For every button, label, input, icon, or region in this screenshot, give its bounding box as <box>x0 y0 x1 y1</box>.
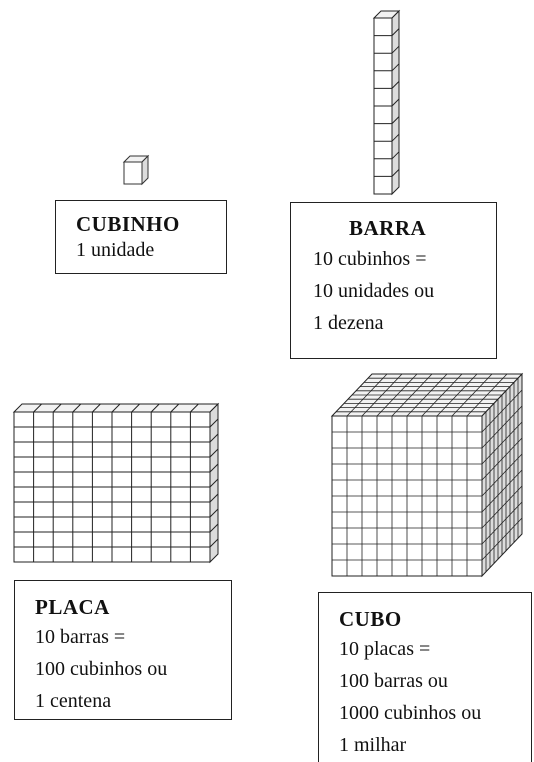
rod-figure <box>372 9 401 196</box>
flat-grid-line <box>209 478 219 488</box>
placa-title: PLACA <box>35 595 110 619</box>
barra-title: BARRA <box>349 216 427 240</box>
flat-grid-line <box>209 463 219 473</box>
cubo-line-4: 1 milhar <box>339 734 407 756</box>
cubinho-line-1: 1 unidade <box>76 239 155 261</box>
flat-grid-line <box>209 418 219 428</box>
cubo-line-1: 10 placas = <box>339 638 431 660</box>
flat-figure <box>12 402 220 564</box>
cube-grid-line <box>481 501 523 545</box>
flat-grid-line <box>150 403 160 413</box>
placa-line-3: 1 centena <box>35 690 112 712</box>
barra-line-1: 10 cubinhos = <box>313 248 427 270</box>
flat-grid-line <box>190 403 199 413</box>
cube-grid-line <box>451 373 493 417</box>
rod-unit-divider <box>391 116 400 124</box>
rod-unit-divider <box>391 28 400 36</box>
rod-unit-divider <box>391 98 400 107</box>
flat-grid-line <box>209 448 219 458</box>
rod-unit-divider <box>391 133 400 142</box>
flat-grid-line <box>131 403 140 413</box>
cubo-line-3: 1000 cubinhos ou <box>339 702 482 724</box>
cube-grid-line <box>481 453 523 497</box>
flat-grid-line <box>92 403 101 413</box>
barra-line-2: 10 unidades ou <box>313 280 435 302</box>
flat-grid-line <box>33 403 42 413</box>
cube-grid-line <box>481 469 523 513</box>
placa-box: PLACA 10 barras = 100 cubinhos ou 1 cent… <box>14 580 232 720</box>
barra-line-3: 1 dezena <box>313 312 384 334</box>
rod-unit-divider <box>391 81 400 89</box>
flat-grid-line <box>52 403 62 413</box>
cube-grid-line <box>466 373 508 417</box>
cube-grid-line <box>421 373 463 417</box>
cubo-line-2: 100 barras ou <box>339 670 448 692</box>
placa-line-1: 10 barras = <box>35 626 126 648</box>
cubinho-box: CUBINHO 1 unidade <box>55 200 227 274</box>
rod-unit-divider <box>391 151 400 160</box>
flat-grid-line <box>209 433 219 443</box>
placa-line-2: 100 cubinhos ou <box>35 658 168 680</box>
cube-grid-line <box>436 373 478 417</box>
flat-grid-line <box>209 493 219 503</box>
flat-grid-line <box>72 403 82 413</box>
flat-grid-line <box>209 538 219 548</box>
cubo-box: CUBO 10 placas = 100 barras ou 1000 cubi… <box>318 592 532 762</box>
big-cube-figure <box>330 372 524 578</box>
rod-unit-divider <box>391 63 400 72</box>
flat-grid-line <box>209 523 219 533</box>
rod-unit-divider <box>391 169 400 177</box>
unit-cube-figure <box>122 154 150 186</box>
flat-grid-line <box>111 403 121 413</box>
rod-unit-divider <box>391 45 400 54</box>
cube-grid-line <box>481 485 523 529</box>
flat-grid-line <box>170 403 180 413</box>
flat-grid-line <box>209 508 219 518</box>
barra-box: BARRA 10 cubinhos = 10 unidades ou 1 dez… <box>290 202 497 359</box>
cube-grid-line <box>481 517 523 561</box>
cubo-title: CUBO <box>339 607 402 631</box>
cubinho-title: CUBINHO <box>76 212 180 236</box>
